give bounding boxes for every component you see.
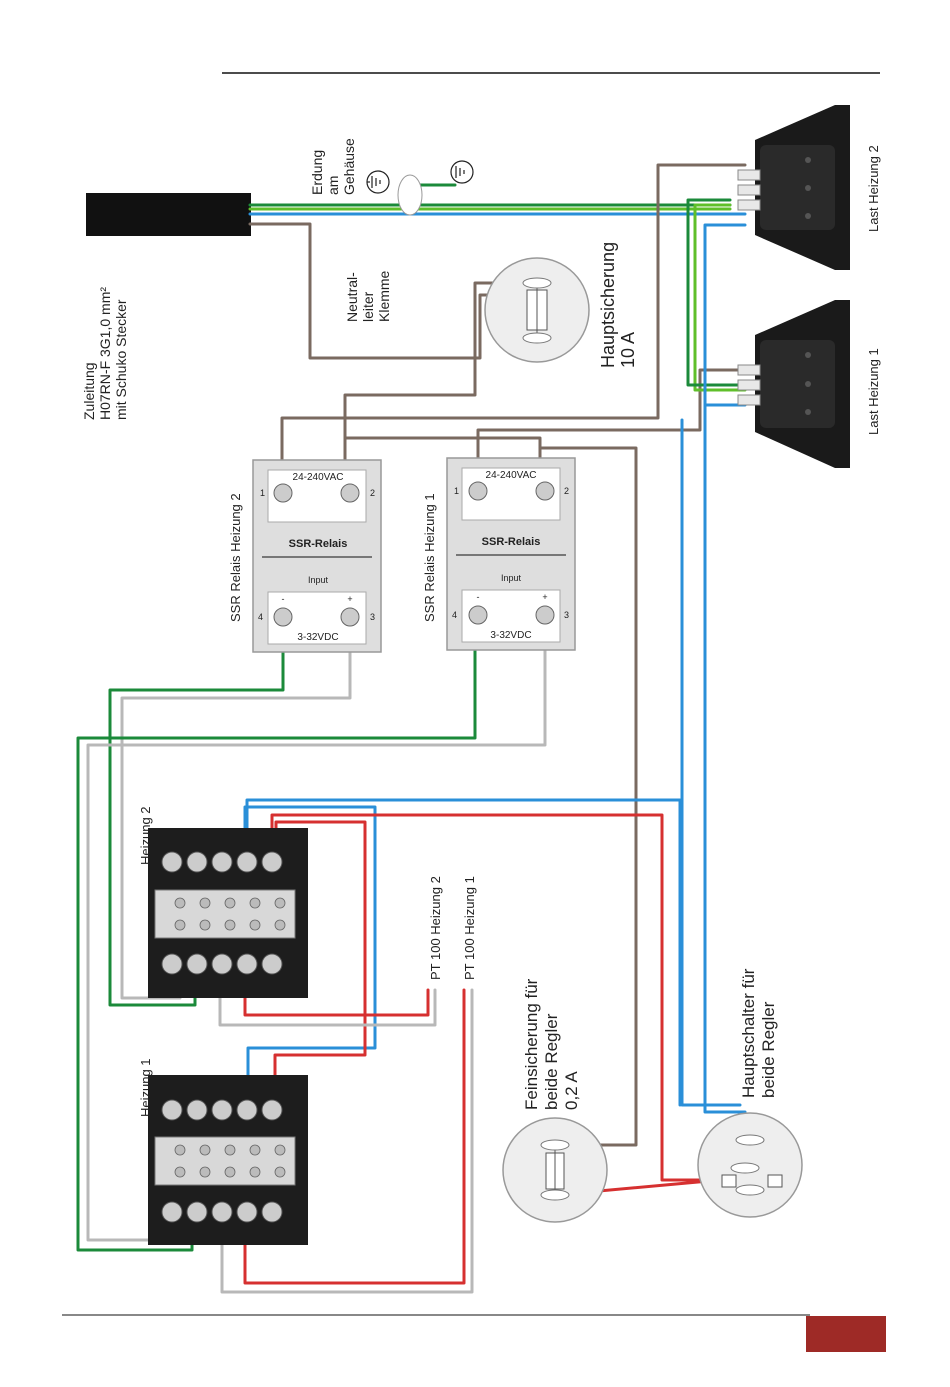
main-fuse — [484, 257, 590, 363]
ssr2-pin-plus: + — [347, 594, 352, 604]
label-last-heizung-2: Last Heizung 2 — [866, 145, 881, 232]
ssr2-input-label: Input — [308, 575, 329, 585]
earth-housing-symbol — [366, 170, 390, 194]
earth-terminal — [397, 174, 423, 216]
label-erdung-1: Erdung — [309, 150, 325, 195]
earth-ground-symbol — [450, 160, 474, 184]
label-zuleitung-1: Zuleitung — [81, 362, 97, 420]
ssr1-pin1: 1 — [454, 486, 459, 496]
wire-pt100-1-red — [243, 988, 466, 1285]
wire-pt100-1-grey — [220, 988, 474, 1294]
wire-neutral-sockets — [703, 223, 747, 407]
controller-heizung-1 — [148, 1075, 308, 1245]
ssr1-pin4: 4 — [452, 610, 457, 620]
label-erdung-3: Gehäuse — [341, 138, 357, 195]
ssr1-pin-plus: + — [542, 592, 547, 602]
socket-last-heizung-2 — [737, 105, 850, 270]
label-pt100-heizung-1: PT 100 Heizung 1 — [462, 876, 477, 980]
wire-ssr2-plus — [120, 628, 352, 1000]
wire-h2-red — [270, 813, 722, 1182]
label-feinsicherung-2: beide Regler — [542, 1013, 561, 1110]
label-zuleitung-3: mit Schuko Stecker — [113, 299, 129, 420]
wire-h1-blue — [243, 805, 377, 1112]
label-neutral-1: Neutral- — [344, 272, 360, 322]
ssr2-ac-label: 24-240VAC — [293, 472, 344, 483]
controller-heizung-2 — [148, 828, 308, 998]
label-hauptsicherung-2: 10 A — [618, 332, 638, 368]
wire-h2-blue — [245, 798, 682, 1107]
ssr2-title: SSR-Relais — [289, 538, 348, 550]
label-erdung-2: am — [325, 176, 341, 195]
label-heizung-1: Heizung 1 — [138, 1058, 153, 1117]
wire-ssr1-minus — [76, 628, 477, 1252]
ssr1-input-label: Input — [501, 573, 522, 583]
label-last-heizung-1: Last Heizung 1 — [866, 348, 881, 435]
label-feinsicherung-1: Feinsicherung für — [522, 978, 541, 1110]
wire-ssr1-plus — [86, 628, 547, 1242]
ssr1-dc-label: 3-32VDC — [490, 630, 531, 641]
label-ssr-heizung-1: SSR Relais Heizung 1 — [422, 493, 437, 622]
wire-neutral-to-switch-2 — [680, 418, 742, 1107]
label-hauptsicherung-1: Hauptsicherung — [598, 242, 618, 368]
fine-fuse — [502, 1117, 608, 1223]
ssr-relay-heizung-1 — [446, 457, 576, 651]
main-switch — [697, 1112, 803, 1218]
ssr2-pin2: 2 — [370, 488, 375, 498]
wire-pt100-2-grey — [218, 973, 437, 1027]
label-zuleitung-2: H07RN-F 3G1,0 mm² — [97, 287, 113, 420]
wire-ssr2-minus — [108, 628, 285, 1007]
ssr2-pin1: 1 — [260, 488, 265, 498]
ssr2-pin-minus: - — [282, 594, 285, 604]
supply-cable-plug — [86, 193, 251, 236]
label-pt100-heizung-2: PT 100 Heizung 2 — [428, 876, 443, 980]
ssr1-pin2: 2 — [564, 486, 569, 496]
wire-earth-sockets — [693, 203, 747, 392]
label-hauptschalter-1: Hauptschalter für — [739, 968, 758, 1098]
ssr1-title: SSR-Relais — [482, 536, 541, 548]
label-neutral-3: Klemme — [376, 270, 392, 322]
label-feinsicherung-3: 0,2 A — [562, 1071, 581, 1110]
label-ssr-heizung-2: SSR Relais Heizung 2 — [228, 493, 243, 622]
label-neutral-2: leiter — [360, 291, 376, 322]
label-hauptschalter-2: beide Regler — [759, 1001, 778, 1098]
wire-ssr2-load — [280, 163, 747, 492]
ssr1-ac-label: 24-240VAC — [486, 470, 537, 481]
footer-accent-block — [806, 1316, 886, 1352]
ssr2-pin4: 4 — [258, 612, 263, 622]
ssr1-pin3: 3 — [564, 610, 569, 620]
wire-ssr1-load — [476, 368, 747, 492]
ssr-relay-heizung-2 — [252, 459, 382, 653]
wire-earth-sockets-2 — [686, 198, 747, 387]
ssr2-pin3: 3 — [370, 612, 375, 622]
ssr1-pin-minus: - — [477, 592, 480, 602]
label-heizung-2: Heizung 2 — [138, 806, 153, 865]
socket-last-heizung-1 — [737, 300, 850, 468]
ssr2-dc-label: 3-32VDC — [297, 632, 338, 643]
wire-phase-main — [248, 222, 489, 360]
